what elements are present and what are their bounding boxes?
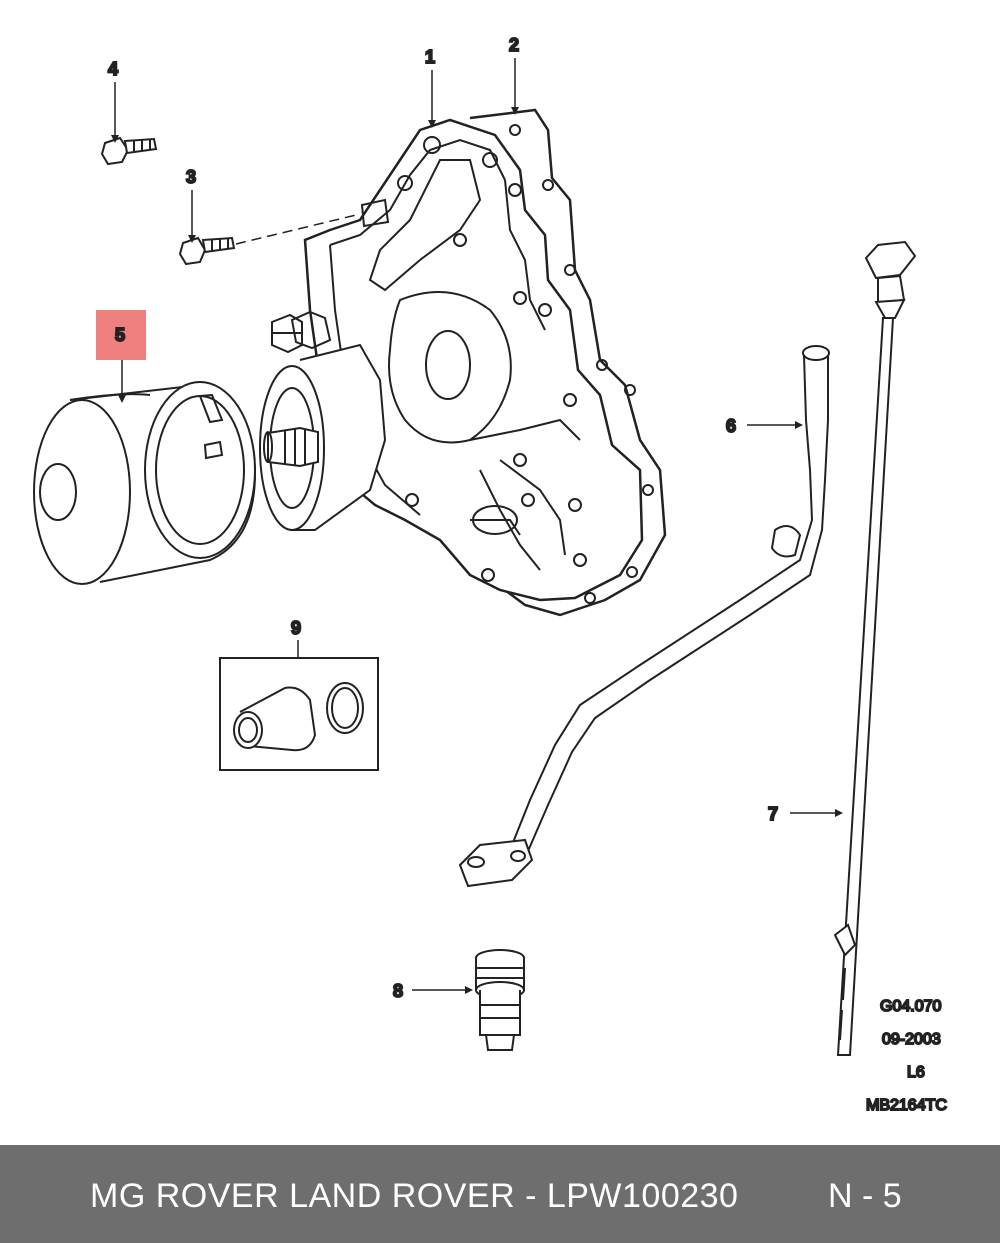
callout-1: 1 bbox=[425, 47, 435, 67]
reference-code: G04.070 bbox=[880, 998, 941, 1015]
drain-plug bbox=[475, 949, 525, 1051]
seal-kit-box bbox=[219, 657, 379, 771]
parts-diagram: 1 2 3 4 5 6 7 8 9 G04.070 09-2003 L6 MB2… bbox=[33, 34, 948, 1115]
reference-date: 09-2003 bbox=[882, 1031, 941, 1048]
dipstick-tube bbox=[458, 345, 830, 888]
gasket bbox=[469, 108, 667, 617]
callout-9: 9 bbox=[291, 618, 301, 638]
position-label: N - 5 bbox=[828, 1177, 902, 1215]
callout-5-highlight bbox=[96, 310, 146, 360]
dipstick bbox=[833, 240, 917, 1056]
callout-4: 4 bbox=[108, 59, 118, 79]
oil-filter bbox=[33, 381, 257, 585]
callout-6: 6 bbox=[726, 416, 736, 436]
footer-bar: MG ROVER LAND ROVER - LPW100230 N - 5 bbox=[0, 1145, 1000, 1243]
callout-2: 2 bbox=[509, 35, 519, 55]
part-number-label: MG ROVER LAND ROVER - LPW100230 bbox=[90, 1177, 739, 1215]
callout-3: 3 bbox=[186, 167, 196, 187]
reference-drawing: MB2164TC bbox=[866, 1097, 947, 1114]
callout-5: 5 bbox=[115, 325, 125, 345]
reference-engine: L6 bbox=[907, 1064, 925, 1081]
callout-8: 8 bbox=[393, 981, 403, 1001]
callout-7: 7 bbox=[768, 804, 778, 824]
bolt-4 bbox=[100, 136, 158, 166]
bolt-3 bbox=[178, 236, 236, 266]
